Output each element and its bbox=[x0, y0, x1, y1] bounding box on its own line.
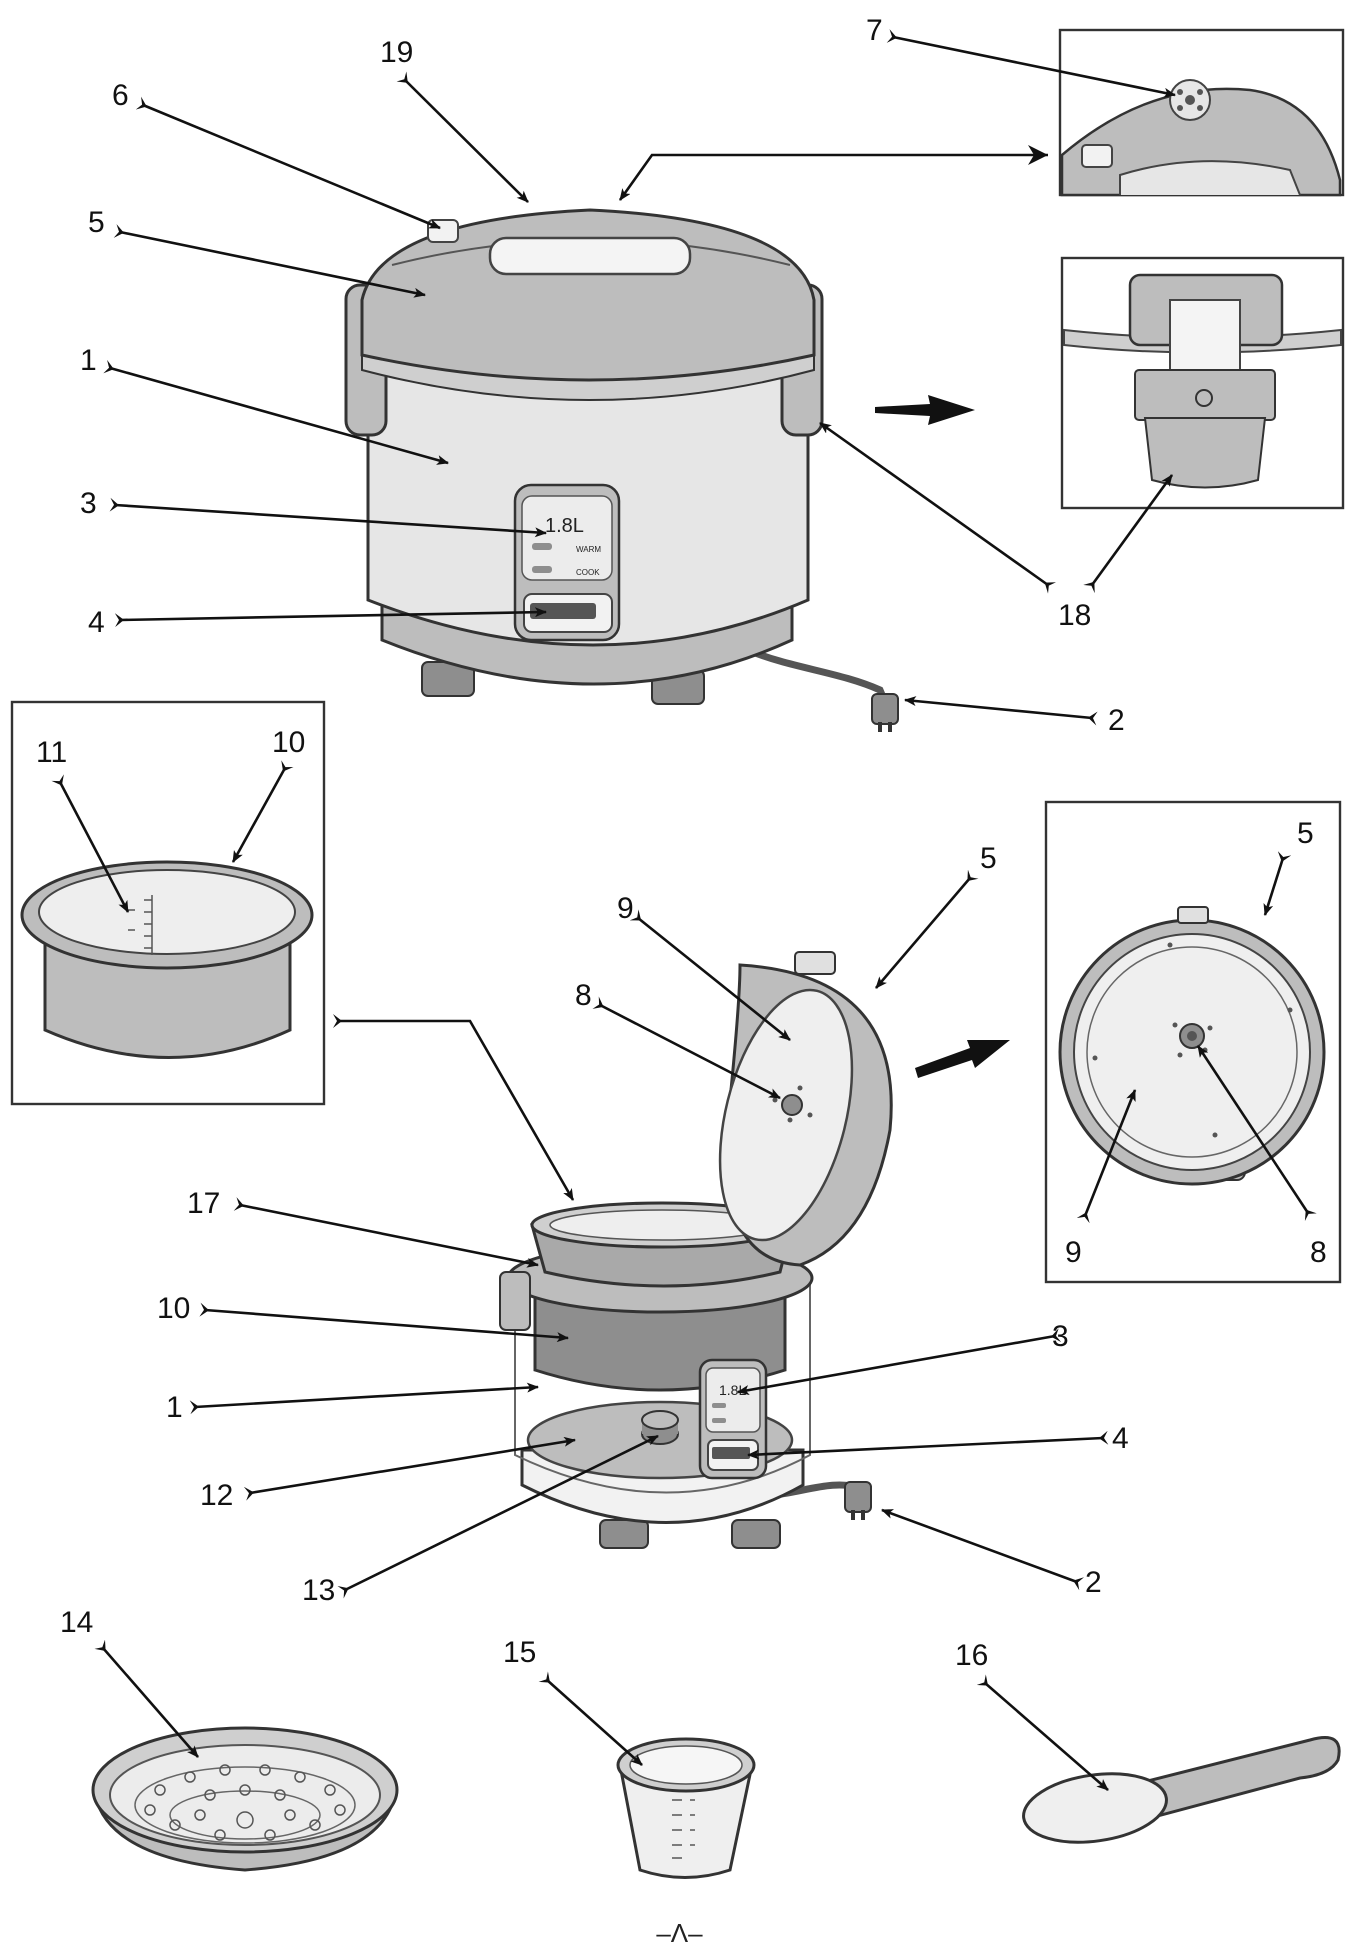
detail-box-lid-underside bbox=[1044, 800, 1342, 1284]
open-cooker: 1.8L bbox=[499, 951, 893, 1549]
measuring-cup bbox=[616, 1737, 756, 1879]
steam-vent-icon bbox=[1169, 79, 1211, 121]
callout-15: 15 bbox=[503, 1636, 536, 1669]
callout-10: 10 bbox=[157, 1292, 190, 1325]
callout-3-bottom: 3 bbox=[1052, 1320, 1069, 1353]
callout-6: 6 bbox=[112, 79, 129, 112]
callout-8-lid: 8 bbox=[575, 979, 592, 1012]
assembled-cooker: 1.8L WARM COOK bbox=[344, 208, 899, 732]
lid-center-valve bbox=[781, 1094, 803, 1116]
callout-1-top: 1 bbox=[80, 344, 97, 377]
foot-bottom-right bbox=[731, 1519, 781, 1549]
callout-5-box: 5 bbox=[1297, 817, 1314, 850]
page-number: –Λ– bbox=[656, 1918, 703, 1948]
foot-bottom-left bbox=[599, 1519, 649, 1549]
release-button-top bbox=[427, 219, 459, 243]
power-cord-top bbox=[746, 646, 889, 704]
warm-indicator bbox=[532, 543, 552, 550]
callout-4-bottom: 4 bbox=[1112, 1422, 1129, 1455]
cord-plug-top bbox=[871, 693, 899, 732]
callout-2-top: 2 bbox=[1108, 704, 1125, 737]
water-level-scale bbox=[128, 895, 153, 955]
leader-lines bbox=[51, 29, 1317, 1791]
control-panel-top: 1.8L WARM COOK bbox=[513, 483, 621, 642]
arrow-to-lid-detail bbox=[915, 1040, 1010, 1078]
steamer-basket bbox=[91, 1726, 399, 1872]
callout-12: 12 bbox=[200, 1479, 233, 1512]
callout-8-box: 8 bbox=[1310, 1236, 1327, 1269]
callout-11: 11 bbox=[36, 736, 67, 769]
capacity-label-main: 1.8L bbox=[545, 515, 584, 537]
steam-holes bbox=[144, 1764, 346, 1841]
callout-5-lid: 5 bbox=[980, 842, 997, 875]
callout-4-top: 4 bbox=[88, 606, 105, 639]
lid-handle bbox=[488, 236, 692, 276]
callout-13: 13 bbox=[302, 1574, 335, 1607]
cook-label: COOK bbox=[576, 568, 600, 577]
cord-plug-bottom bbox=[844, 1481, 872, 1520]
pot-handle-bracket bbox=[499, 1271, 531, 1331]
callout-numbers: 19 6 7 5 1 3 4 18 2 11 10 5 5 9 8 9 8 17… bbox=[36, 14, 1327, 1672]
callout-3-top: 3 bbox=[80, 487, 97, 520]
warm-label: WARM bbox=[576, 545, 601, 554]
callout-18: 18 bbox=[1058, 599, 1091, 632]
callout-2-bottom: 2 bbox=[1085, 1566, 1102, 1599]
callout-19: 19 bbox=[380, 36, 413, 69]
callout-5-top: 5 bbox=[88, 206, 105, 239]
callout-14: 14 bbox=[60, 1606, 93, 1639]
detail-box-vent bbox=[1058, 28, 1345, 197]
detail-box-hinge bbox=[1060, 256, 1345, 510]
arrow-pot-to-cooker bbox=[333, 1014, 575, 1201]
callout-16: 16 bbox=[955, 1639, 988, 1672]
callout-10-box: 10 bbox=[272, 726, 305, 759]
arrow-to-hinge bbox=[875, 395, 975, 425]
cup-scale bbox=[672, 1799, 695, 1859]
thermostat-sensor bbox=[641, 1410, 679, 1445]
callout-7: 7 bbox=[866, 14, 883, 47]
callout-9-box: 9 bbox=[1065, 1236, 1082, 1269]
rice-spoon bbox=[1022, 1736, 1341, 1844]
callout-17: 17 bbox=[187, 1187, 220, 1220]
cook-indicator bbox=[532, 566, 552, 573]
callout-1-bottom: 1 bbox=[166, 1391, 183, 1424]
callout-9-lid: 9 bbox=[617, 892, 634, 925]
control-panel-bottom: 1.8L bbox=[698, 1358, 768, 1480]
